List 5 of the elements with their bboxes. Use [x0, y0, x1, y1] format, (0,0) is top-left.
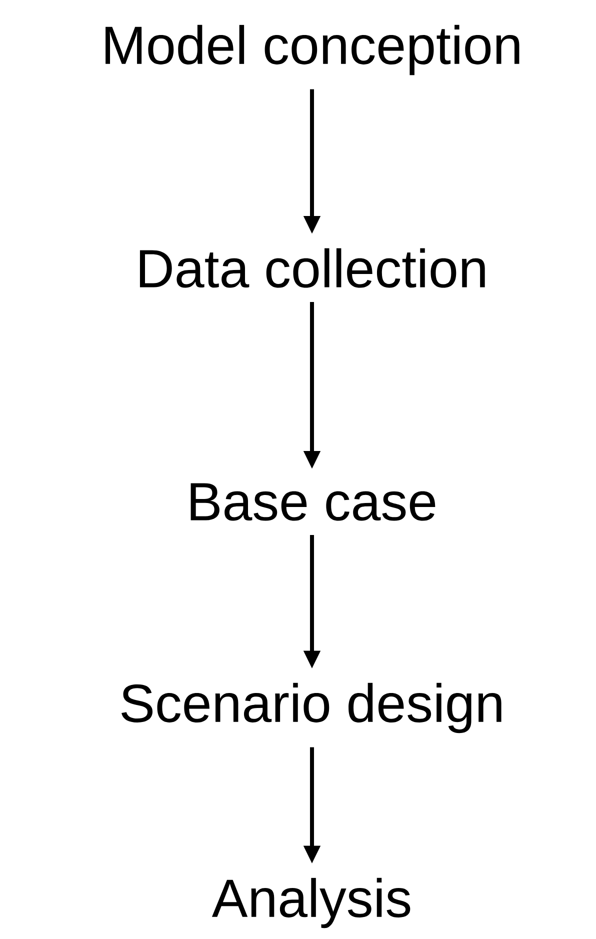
step-label: Data collection — [140, 248, 485, 288]
step-label: Analysis — [212, 878, 410, 928]
step-label: Base case — [190, 483, 436, 521]
step-label: Scenario design — [122, 682, 502, 734]
step-label: Model conception — [106, 24, 520, 76]
